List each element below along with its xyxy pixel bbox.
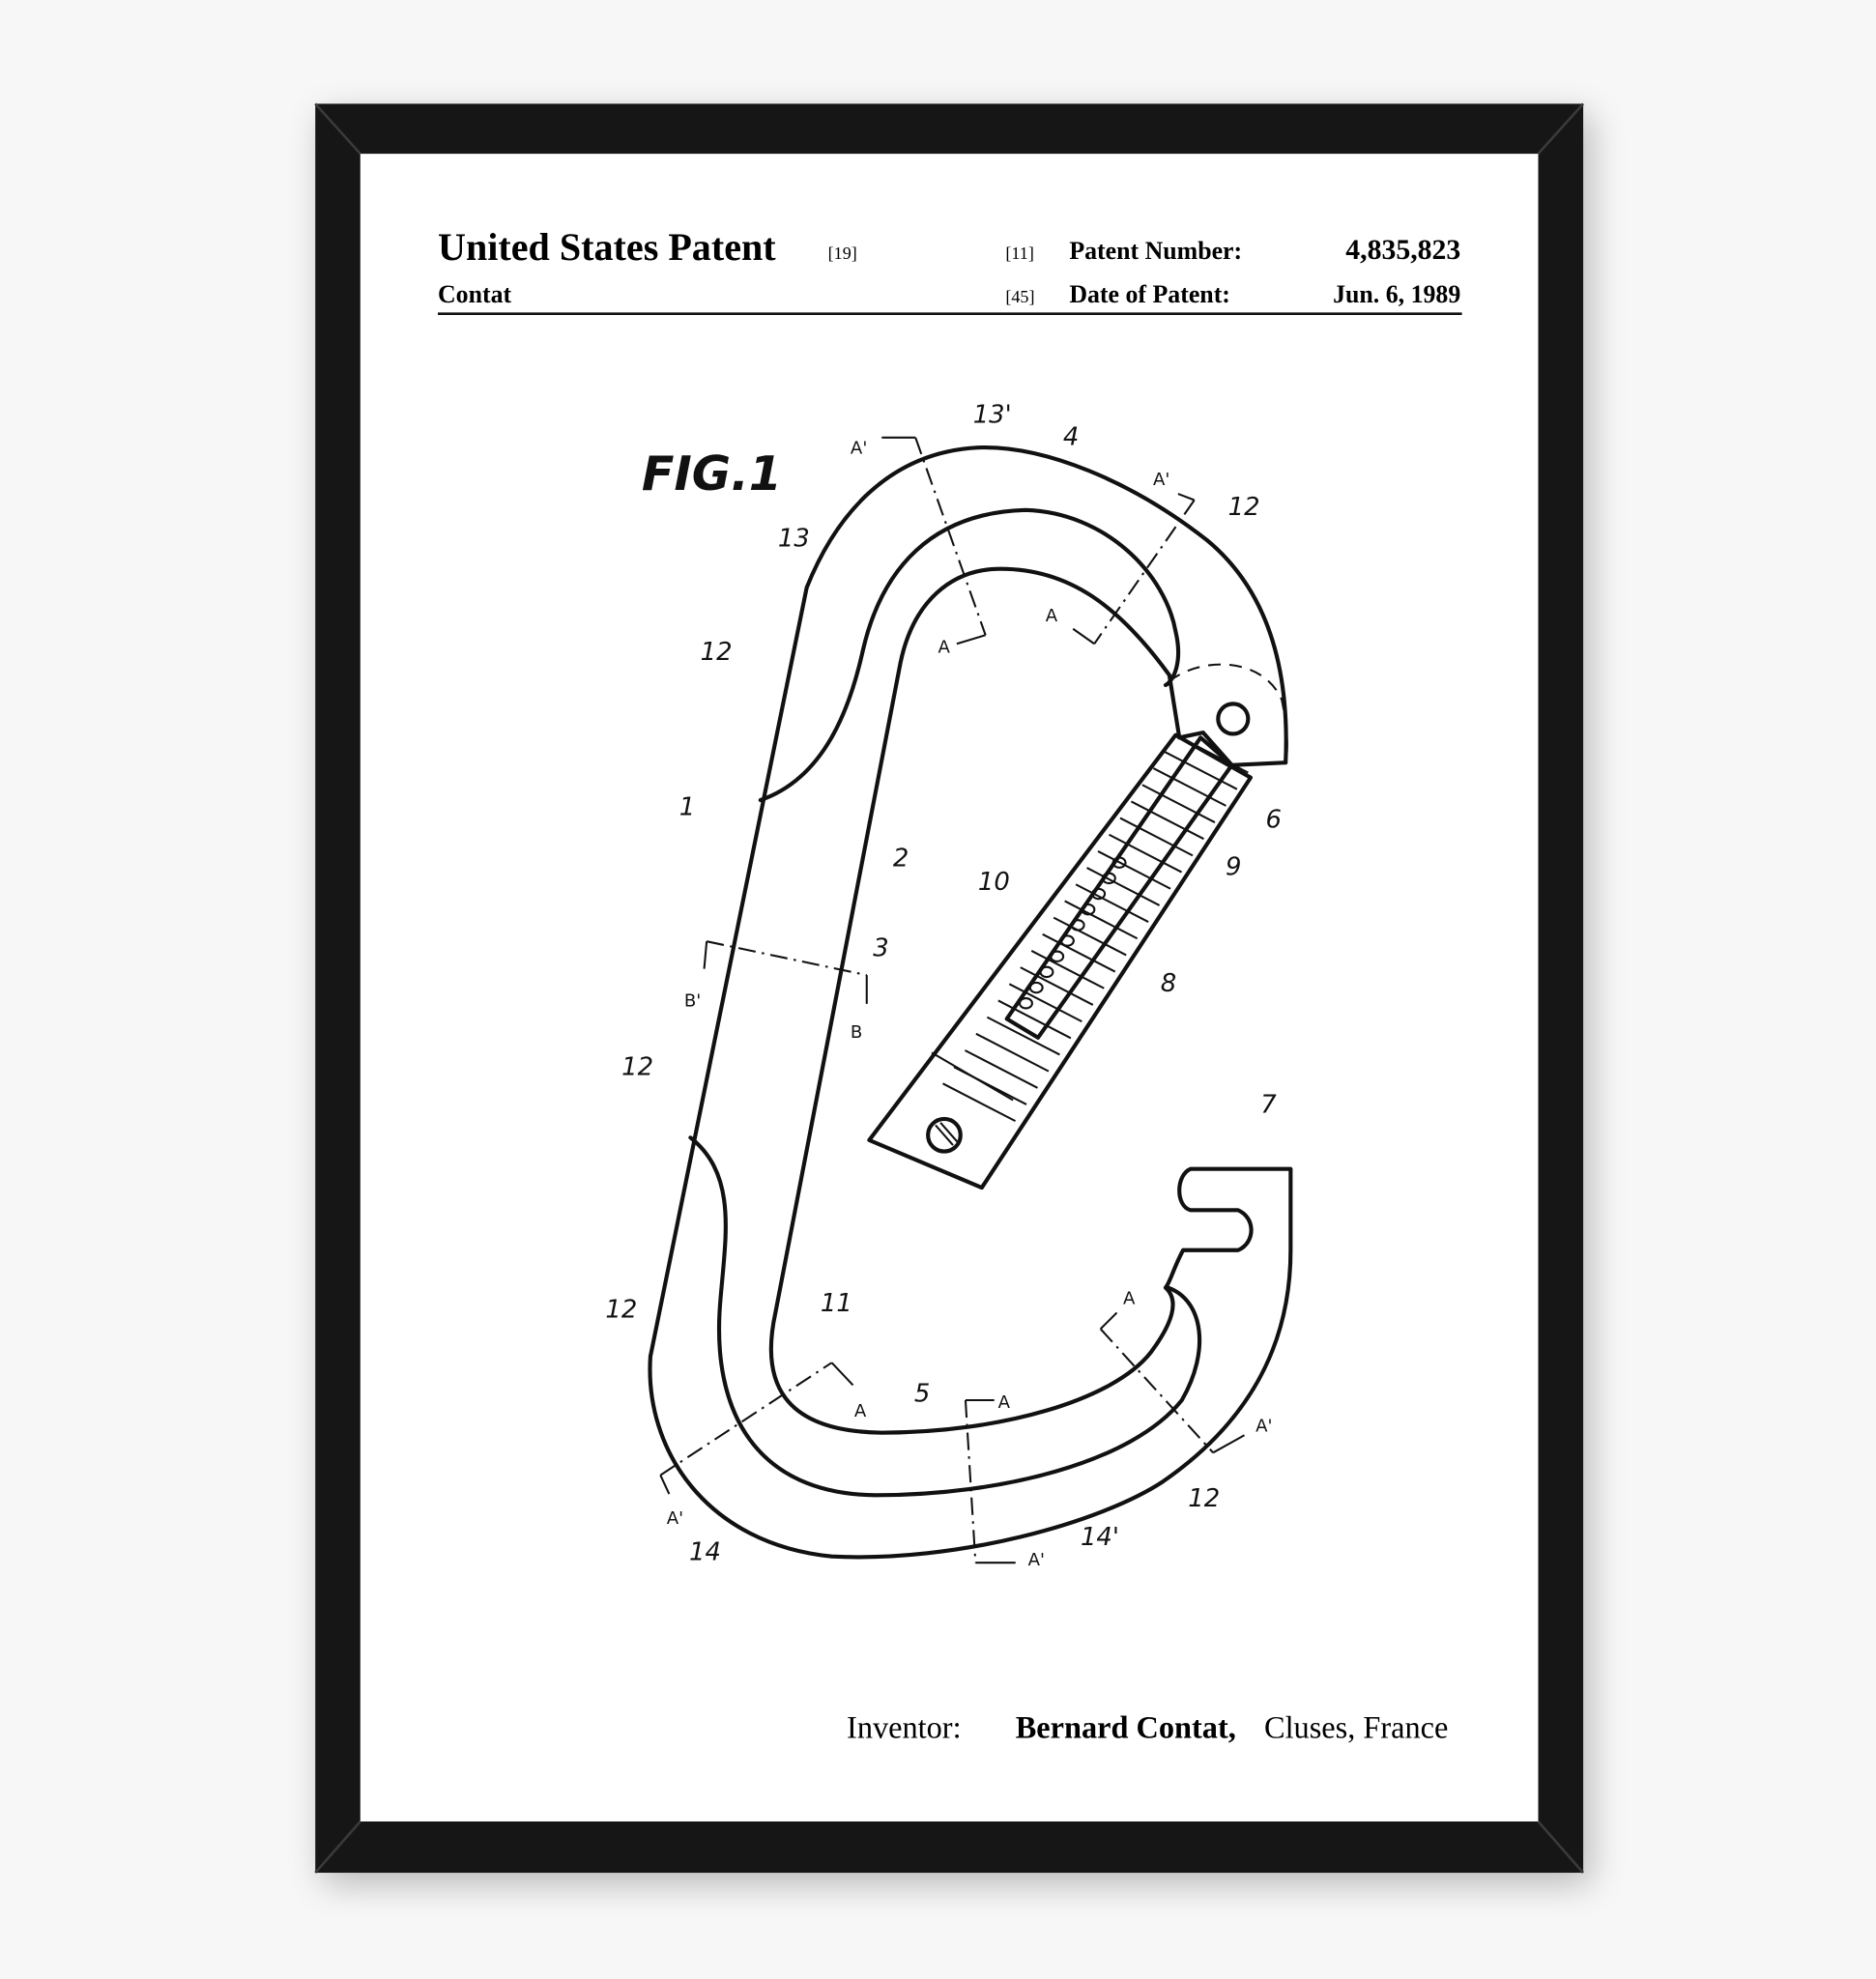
reference-label: 8 (1161, 969, 1176, 998)
hatch-line (1008, 983, 1082, 1023)
spring-coil (1101, 872, 1116, 885)
reference-label: A (854, 1401, 867, 1421)
gate-rivet (926, 1116, 963, 1154)
reference-label: 13' (973, 400, 1012, 429)
reference-label: 2 (893, 845, 909, 874)
hatch-line (1119, 817, 1194, 857)
reference-label: A' (1255, 1416, 1272, 1436)
reference-label: A' (851, 439, 867, 459)
spine-groove-line (758, 507, 1181, 803)
hatch-line (1097, 850, 1171, 890)
hatch-line (986, 1016, 1060, 1056)
hatch-line (1130, 800, 1204, 841)
date-code: [45] (1005, 287, 1034, 306)
reference-label: 12 (701, 638, 733, 667)
reference-label: 12 (1228, 493, 1260, 522)
basket-groove-line (688, 1135, 1202, 1498)
inventor-label: Inventor: (847, 1709, 962, 1744)
reference-label: 1 (679, 793, 695, 822)
pin-hole (1216, 702, 1251, 736)
hatch-line (1053, 916, 1127, 957)
reference-label: B' (684, 990, 701, 1011)
spring-coil (1081, 903, 1096, 916)
reference-label: A (938, 637, 951, 657)
spring-coil (1018, 997, 1033, 1010)
spring-coil (1111, 856, 1127, 869)
reference-label: 13 (778, 524, 810, 553)
spring-coil (1059, 934, 1075, 947)
poster-mat (360, 154, 1539, 1821)
patent-title: United States Patent (438, 225, 776, 269)
reference-label: A' (1028, 1550, 1045, 1570)
carabiner-outer-outline (648, 445, 1293, 1560)
spring-coil (1070, 919, 1085, 932)
hatch-line (1174, 733, 1249, 774)
reference-label: 12 (621, 1053, 653, 1082)
hatch-line (1164, 750, 1238, 790)
inventor-line: Inventor: Bernard Contat, Cluses, France (847, 1709, 1448, 1744)
date-label: Date of Patent: (1069, 280, 1230, 308)
reference-label: 12 (1188, 1484, 1220, 1513)
section-lines (659, 436, 1245, 1564)
patent-number: 4,835,823 (1345, 234, 1460, 266)
patent-date: Jun. 6, 1989 (1333, 280, 1460, 308)
spring-coil (1028, 981, 1044, 994)
reference-label: 6 (1265, 805, 1281, 834)
reference-label: 12 (605, 1296, 637, 1325)
hatch-line (1109, 833, 1183, 874)
gate (867, 732, 1254, 1190)
hatch-line (1020, 966, 1094, 1006)
reference-label: 11 (821, 1289, 852, 1318)
hatch-line (1086, 867, 1161, 906)
nose-hook (1177, 731, 1288, 767)
patent-header: United States Patent [19] Contat [11] Pa… (438, 225, 1462, 316)
number-code: [11] (1005, 244, 1034, 263)
reference-label: 7 (1260, 1090, 1277, 1119)
spring-coil (1039, 965, 1054, 979)
reference-label: 9 (1226, 853, 1241, 882)
spring-coil (1050, 950, 1065, 962)
carabiner-inner-outline (768, 566, 1182, 1435)
hatch-line (1030, 950, 1105, 990)
number-label: Patent Number: (1069, 237, 1242, 265)
hatch-line (1042, 932, 1116, 973)
reference-label: 14 (689, 1538, 721, 1567)
reference-label: A (1123, 1288, 1136, 1308)
carabiner-drawing: FIG.1 13'4A'A'1213AA1212691038B'B712A111… (605, 400, 1293, 1570)
spring-coil (1091, 887, 1107, 901)
reference-label: 3 (873, 934, 888, 963)
pivot-arc (1169, 663, 1288, 763)
hatch-line (975, 1032, 1050, 1073)
hatch-line (1064, 900, 1139, 940)
reference-label: 4 (1063, 423, 1079, 452)
title-code: [19] (828, 244, 857, 263)
hatch-line (997, 999, 1072, 1040)
reference-label: A (1046, 606, 1058, 626)
reference-label: A (998, 1392, 1011, 1413)
reference-label: 10 (978, 868, 1010, 897)
inventor-surname: Contat (438, 280, 512, 308)
reference-label: B (851, 1022, 862, 1043)
hatch-line (1152, 767, 1227, 807)
hatch-line (964, 1049, 1038, 1089)
reference-label: 5 (914, 1379, 930, 1408)
reference-label: A' (1153, 470, 1169, 490)
reference-label: A' (667, 1508, 683, 1529)
hatch-line (942, 1082, 1017, 1123)
inventor-name: Bernard Contat, (1016, 1709, 1236, 1744)
figure-title: FIG.1 (642, 445, 782, 502)
hatch-line (1075, 883, 1149, 923)
reference-label: 14' (1081, 1523, 1119, 1552)
hatch-line (1141, 784, 1216, 823)
inventor-location: Cluses, France (1264, 1709, 1448, 1744)
